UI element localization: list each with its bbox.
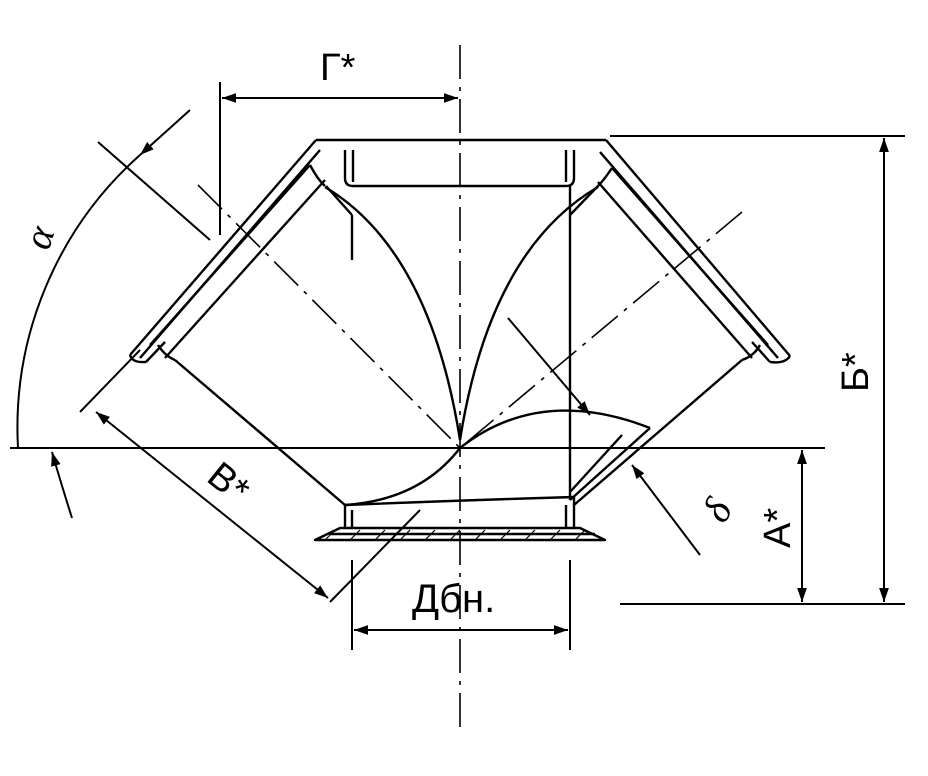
- diameter-label: Дбн.: [412, 577, 495, 621]
- left-branch-centerline: [197, 184, 461, 449]
- right-intersection-curve: [458, 185, 599, 441]
- alpha-label: α: [14, 219, 64, 254]
- centerlines: [197, 45, 743, 735]
- v-size-label: В*: [199, 454, 257, 512]
- left-intersection-curve: [324, 185, 462, 441]
- top-collar: [343, 150, 576, 188]
- tee-body: [128, 138, 792, 542]
- b-size-label: Б*: [835, 352, 877, 392]
- bottom-outlet-curve: [344, 409, 651, 507]
- left-branch-inner: [174, 359, 346, 506]
- right-branch-centerline: [459, 211, 743, 449]
- right-branch-inner: [573, 359, 743, 506]
- gamma-label: Г*: [320, 47, 356, 89]
- dimensions: [10, 82, 905, 650]
- delta-label: δ: [693, 490, 742, 530]
- v-dimension-line: [95, 411, 329, 599]
- a-size-label: А*: [757, 508, 799, 548]
- right-branch-outer: [605, 139, 791, 357]
- alpha-arc: [16, 154, 141, 449]
- left-branch-outer: [129, 139, 317, 356]
- socket-hatch: [324, 529, 586, 541]
